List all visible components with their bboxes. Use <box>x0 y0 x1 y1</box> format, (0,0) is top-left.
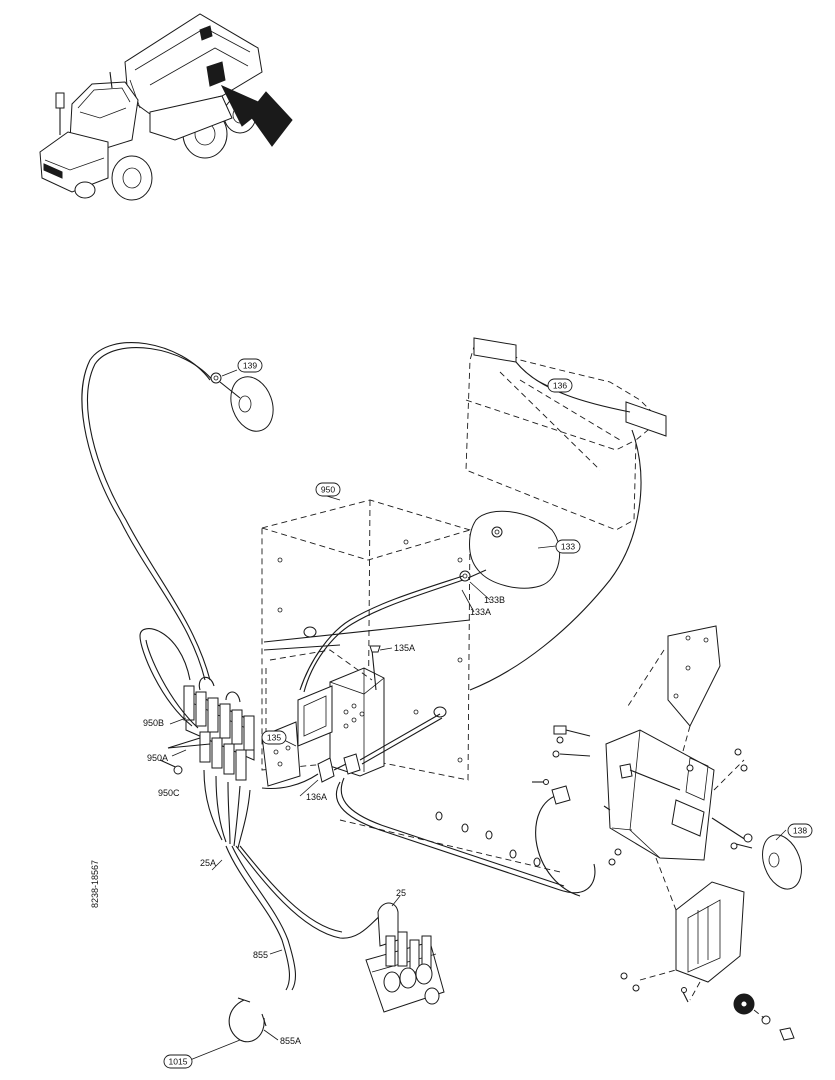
callout-133A: 133A <box>470 607 491 617</box>
callout-133: 133 <box>555 539 581 554</box>
mounting-plate-950 <box>261 499 471 781</box>
callout-138: 138 <box>787 823 813 838</box>
callout-950A: 950A <box>147 753 168 763</box>
callout-855A: 855A <box>280 1036 301 1046</box>
lamp-139 <box>81 342 274 681</box>
callout-855: 855 <box>253 950 268 960</box>
lower-bracket <box>620 857 745 1003</box>
relay-row <box>183 685 255 781</box>
callout-135A: 135A <box>394 643 415 653</box>
callout-136A: 136A <box>306 792 327 802</box>
relay-bracket-135 <box>261 645 385 787</box>
callout-1015-text: 1015 <box>169 1057 188 1067</box>
callout-950-text: 950 <box>321 485 335 495</box>
relay-block-950 <box>139 628 255 849</box>
callout-133B: 133B <box>484 595 505 605</box>
callout-135-text: 135 <box>267 733 281 743</box>
chassis-rail <box>339 811 561 873</box>
callout-950B: 950B <box>143 718 164 728</box>
callout-133-text: 133 <box>561 542 575 552</box>
callout-1015: 1015 <box>163 1054 193 1069</box>
connector-136A <box>261 713 596 894</box>
harness-25A <box>225 845 381 991</box>
callout-950: 950 <box>315 482 341 497</box>
callout-136-text: 136 <box>553 381 567 391</box>
articulated-dump-truck-icon <box>39 13 263 201</box>
callout-25: 25 <box>396 888 406 898</box>
callout-139: 139 <box>237 358 263 373</box>
pointer-arrow-icon <box>220 84 293 147</box>
grommet <box>733 993 795 1041</box>
callout-138-text: 138 <box>793 826 807 836</box>
callout-950C: 950C <box>158 788 180 798</box>
lamp-bracket-138 <box>532 725 802 897</box>
callout-135: 135 <box>261 730 287 745</box>
valve-block-25 <box>365 902 445 1013</box>
callout-139-text: 139 <box>243 361 257 371</box>
callout-25A: 25A <box>200 858 216 868</box>
drawing-number: 8238-18567 <box>90 860 100 908</box>
lamp-133 <box>299 510 561 693</box>
panel-136 <box>465 337 667 691</box>
callout-136: 136 <box>547 378 573 393</box>
leader-lines <box>169 369 787 1061</box>
hose-clamp-855A <box>228 997 267 1043</box>
